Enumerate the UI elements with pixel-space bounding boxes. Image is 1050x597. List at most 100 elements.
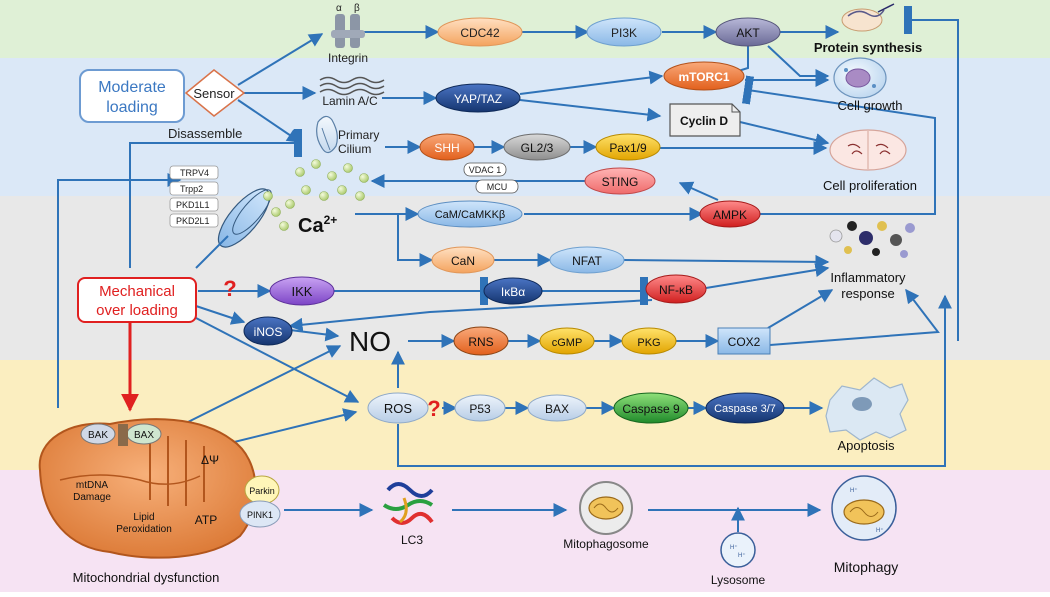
no-label: NO [349, 326, 391, 357]
apoptosis-icon [825, 377, 909, 441]
node-ampk: AMPK [699, 200, 761, 228]
mitophagosome-label: Mitophagosome [563, 537, 649, 551]
mcu-label: MCU [487, 182, 508, 192]
cell-proliferation-icon [829, 129, 907, 171]
node-sting: STING [584, 167, 656, 195]
mechanical-overloading-box: Mechanical over loading [77, 277, 197, 323]
calcium-label: Ca2+ [298, 213, 337, 237]
arrow-ros-inflammatory [397, 294, 952, 467]
node-can: CaN [431, 246, 495, 274]
inos-label: iNOS [254, 325, 283, 339]
disassemble-label: Disassemble [168, 126, 242, 141]
delta-psi-label: ΔΨ [201, 453, 219, 467]
node-ros: ROS [367, 392, 429, 424]
arrow-mech-inos [195, 305, 246, 325]
shh-label: SHH [434, 141, 459, 155]
node-yaptaz: YAP/TAZ [435, 83, 521, 113]
cell-proliferation-label: Cell proliferation [823, 178, 917, 193]
rns-label: RNS [468, 335, 493, 349]
bax-mito-label: BAX [134, 430, 154, 441]
inhibit-disassemble [129, 129, 302, 268]
mechanical-overloading-label: Mechanical [99, 283, 175, 300]
channel-pkd2l1: PKD2L1 [176, 216, 210, 226]
node-bax: BAX [527, 394, 587, 422]
p53-label: P53 [469, 402, 491, 416]
moderate-loading-label: Moderate [98, 79, 166, 96]
mitophagy-label: Mitophagy [834, 559, 899, 575]
node-shh: SHH [419, 133, 475, 161]
arrow-inos-no [289, 327, 340, 342]
channel-tags: TRPV4 Trpp2 PKD1L1 PKD2L1 [169, 165, 219, 228]
pi3k-label: PI3K [611, 26, 637, 40]
integrin-alpha-label: α [336, 3, 342, 14]
inflammatory-label-2: response [841, 286, 894, 301]
atp-label: ATP [195, 513, 217, 527]
vdac1-label: VDAC 1 [469, 165, 502, 175]
primary-cilium-icon [316, 115, 338, 154]
nfat-label: NFAT [572, 254, 602, 268]
protein-synthesis-label: Protein synthesis [814, 40, 922, 55]
node-cam: CaM/CaMKKβ [417, 200, 523, 228]
gl23-label: GL2/3 [521, 141, 554, 155]
lamin-icon [319, 76, 385, 96]
node-cdc42: CDC42 [437, 17, 523, 47]
node-caspase37: Caspase 3/7 [705, 392, 785, 424]
node-inos: iNOS [243, 316, 293, 346]
pink1-tag: PINK1 [239, 500, 281, 528]
node-ikba: IκBα [483, 277, 543, 305]
node-akt: AKT [715, 17, 781, 47]
node-mtorc1: mTORC1 [663, 61, 745, 91]
lc3-protein-icon [382, 482, 434, 525]
ikk-label: IKK [292, 284, 313, 299]
pink1-label: PINK1 [247, 510, 273, 520]
arrow-cox2-inflammatory-b [769, 288, 940, 346]
lysosome-icon: H⁺ H⁺ [720, 532, 756, 568]
sting-label: STING [602, 175, 639, 189]
arrow-sensor-cilium [237, 99, 302, 143]
arrow-cox2-inflammatory [767, 289, 834, 329]
node-p53: P53 [454, 394, 506, 422]
channel-trpv4: TRPV4 [180, 168, 209, 178]
node-pi3k: PI3K [586, 17, 662, 47]
lc3-label: LC3 [401, 533, 423, 547]
vdac1-tag: VDAC 1 [463, 162, 507, 177]
ampk-label: AMPK [713, 208, 747, 222]
svg-text:H⁺: H⁺ [876, 527, 884, 534]
protein-synthesis-icon [841, 3, 895, 32]
pax19-label: Pax1/9 [609, 141, 647, 155]
svg-text:H⁺: H⁺ [850, 487, 858, 494]
moderate-loading-label-2: loading [106, 99, 158, 116]
node-caspase9: Caspase 9 [613, 392, 689, 424]
mito-pore-icon [118, 424, 128, 446]
node-gl23: GL2/3 [503, 133, 571, 161]
mtdna-label: mtDNA [76, 480, 109, 491]
cell-growth-label: Cell growth [837, 98, 902, 113]
bax-label: BAX [545, 402, 569, 416]
sensor-label: Sensor [193, 86, 235, 101]
mcu-tag: MCU [475, 179, 519, 194]
parkin-label: Parkin [249, 486, 275, 496]
bax-mito-tag: BAX [126, 423, 162, 445]
integrin-beta-label: β [354, 3, 360, 14]
question-mark-ikk: ? [223, 276, 236, 301]
bak-label: BAK [88, 430, 108, 441]
band-green [0, 0, 1050, 58]
arrow-ampk-mtorc1 [741, 75, 936, 215]
mitophagosome-icon [579, 481, 633, 535]
pkg-label: PKG [637, 337, 660, 349]
arrow-cyclind-proliferation [739, 121, 830, 147]
question-mark-ros: ? [427, 396, 440, 421]
caspase37-label: Caspase 3/7 [714, 403, 776, 415]
node-ikk: IKK [269, 276, 335, 306]
channel-trpp2: Trpp2 [180, 184, 203, 194]
arrow-cam-can [397, 214, 434, 267]
svg-text:H⁺: H⁺ [730, 544, 738, 551]
can-label: CaN [451, 254, 475, 268]
calcium-beads [263, 159, 369, 231]
ikba-label: IκBα [501, 285, 525, 299]
inflammatory-response-icon [829, 221, 915, 258]
svg-text:H⁺: H⁺ [738, 552, 746, 559]
arrow-mech-ros [195, 317, 360, 403]
